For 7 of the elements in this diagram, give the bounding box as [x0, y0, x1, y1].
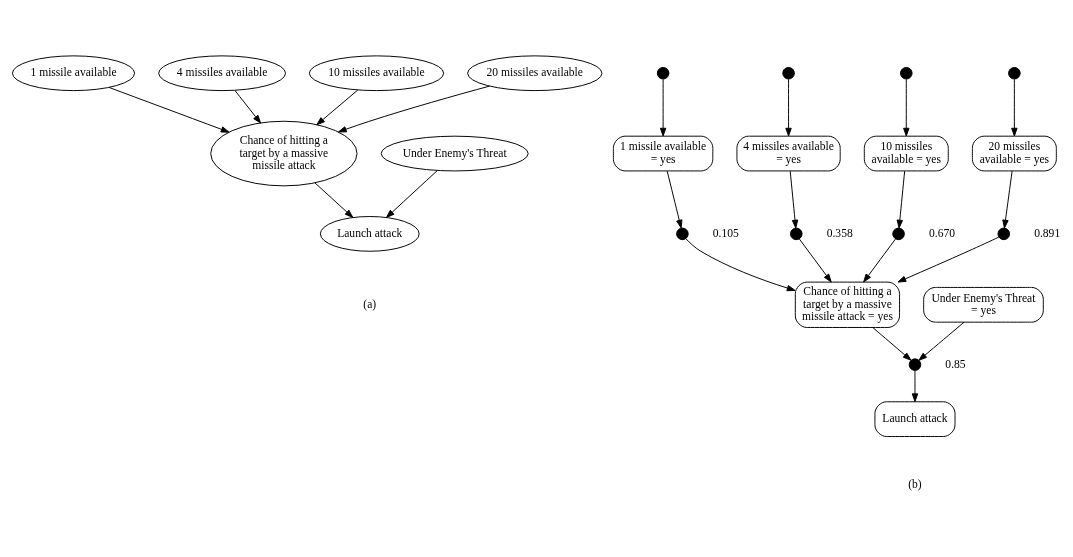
node-label: 0.670 — [928, 226, 955, 240]
label: (a) — [363, 297, 377, 311]
label: (b) — [908, 477, 922, 491]
node-label: 0.891 — [1034, 226, 1061, 240]
node-label: 0.105 — [712, 226, 739, 240]
node-label: 0.358 — [826, 226, 853, 240]
node-label: 0.85 — [945, 357, 966, 371]
